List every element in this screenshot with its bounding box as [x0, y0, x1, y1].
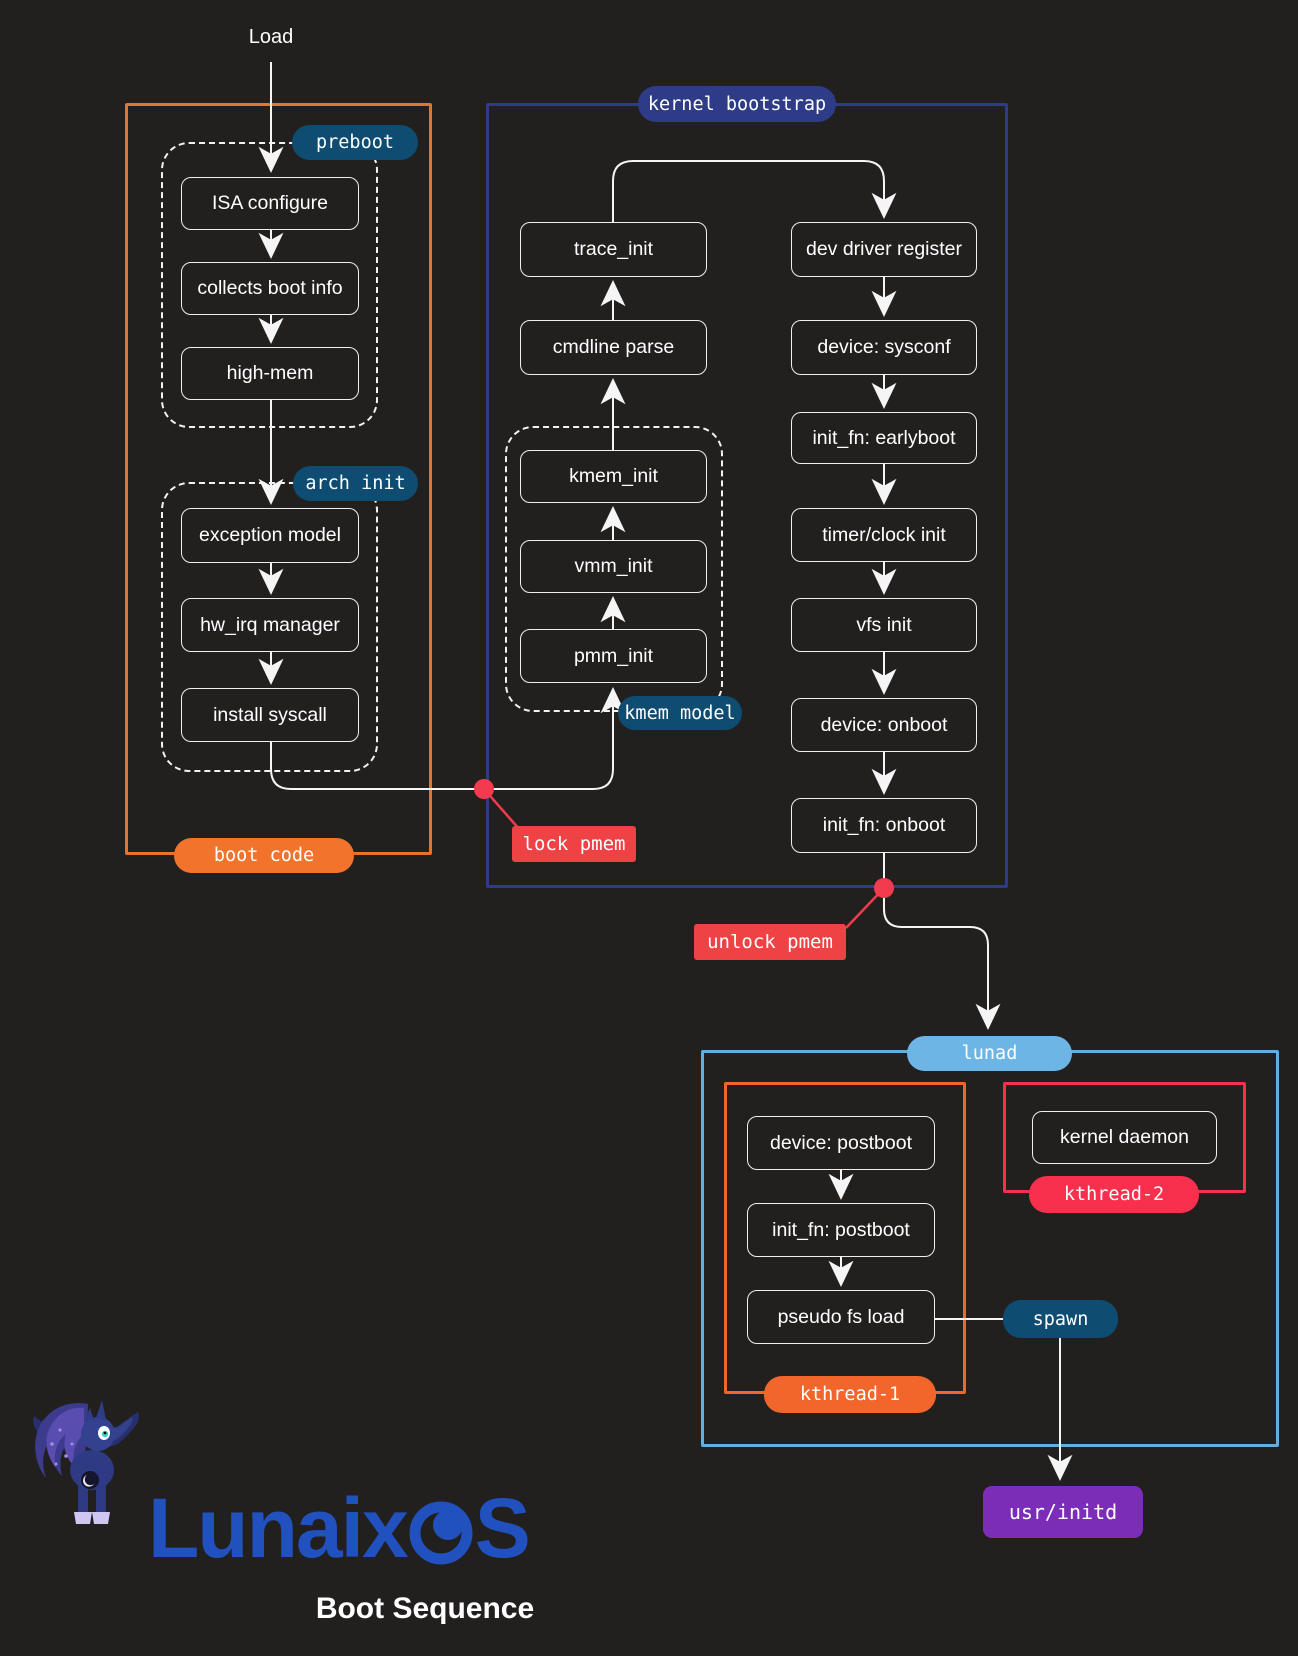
logo-eclipse-o-icon — [409, 1501, 473, 1565]
node-initfn-earlyboot: init_fn: earlyboot — [791, 412, 977, 464]
logo-text-prefix: Lunaix — [148, 1481, 409, 1575]
node-install-syscall: install syscall — [181, 688, 359, 742]
preboot-dashed-group — [161, 142, 378, 428]
usr-initd-box: usr/initd — [983, 1486, 1143, 1538]
load-label: Load — [248, 26, 294, 48]
node-vfs-init: vfs init — [791, 598, 977, 652]
node-kmem-init: kmem_init — [520, 450, 707, 503]
node-device-postboot: device: postboot — [747, 1116, 935, 1170]
diagram-subtitle: Boot Sequence — [315, 1592, 535, 1625]
kernel-bootstrap-badge: kernel bootstrap — [638, 86, 836, 122]
boot-code-badge: boot code — [174, 838, 354, 873]
node-kernel-daemon: kernel daemon — [1032, 1111, 1217, 1164]
lunad-badge: lunad — [907, 1036, 1072, 1071]
node-pseudo-fs-load: pseudo fs load — [747, 1290, 935, 1344]
kmem-model-badge: kmem model — [618, 696, 742, 730]
lock-pmem-label: lock pmem — [512, 826, 636, 862]
preboot-badge: preboot — [292, 125, 418, 160]
node-isa-configure: ISA configure — [181, 177, 359, 230]
lunaixos-logo: Lunaix S — [148, 1481, 531, 1575]
node-exception-model: exception model — [181, 508, 359, 563]
luna-mascot — [26, 1386, 148, 1535]
node-pmm-init: pmm_init — [520, 629, 707, 683]
arch-init-badge: arch init — [293, 466, 418, 501]
unlock-pmem-label: unlock pmem — [694, 924, 846, 960]
node-collects-boot-info: collects boot info — [181, 262, 359, 315]
node-high-mem: high-mem — [181, 347, 359, 400]
node-initfn-onboot: init_fn: onboot — [791, 798, 977, 853]
node-hw-irq-manager: hw_irq manager — [181, 598, 359, 652]
node-trace-init: trace_init — [520, 222, 707, 277]
node-vmm-init: vmm_init — [520, 540, 707, 593]
node-device-sysconf: device: sysconf — [791, 320, 977, 375]
node-cmdline-parse: cmdline parse — [520, 320, 707, 375]
kthread1-badge: kthread-1 — [764, 1376, 936, 1413]
logo-text-suffix: S — [474, 1481, 531, 1575]
spawn-badge: spawn — [1003, 1300, 1118, 1338]
unlock-pmem-pointer — [845, 887, 885, 929]
edge-dot-lunad — [883, 888, 1001, 1030]
node-dev-driver-register: dev driver register — [791, 222, 977, 277]
kthread2-badge: kthread-2 — [1029, 1176, 1199, 1213]
node-initfn-postboot: init_fn: postboot — [747, 1203, 935, 1257]
node-device-onboot: device: onboot — [791, 698, 977, 752]
node-timer-clock-init: timer/clock init — [791, 508, 977, 562]
